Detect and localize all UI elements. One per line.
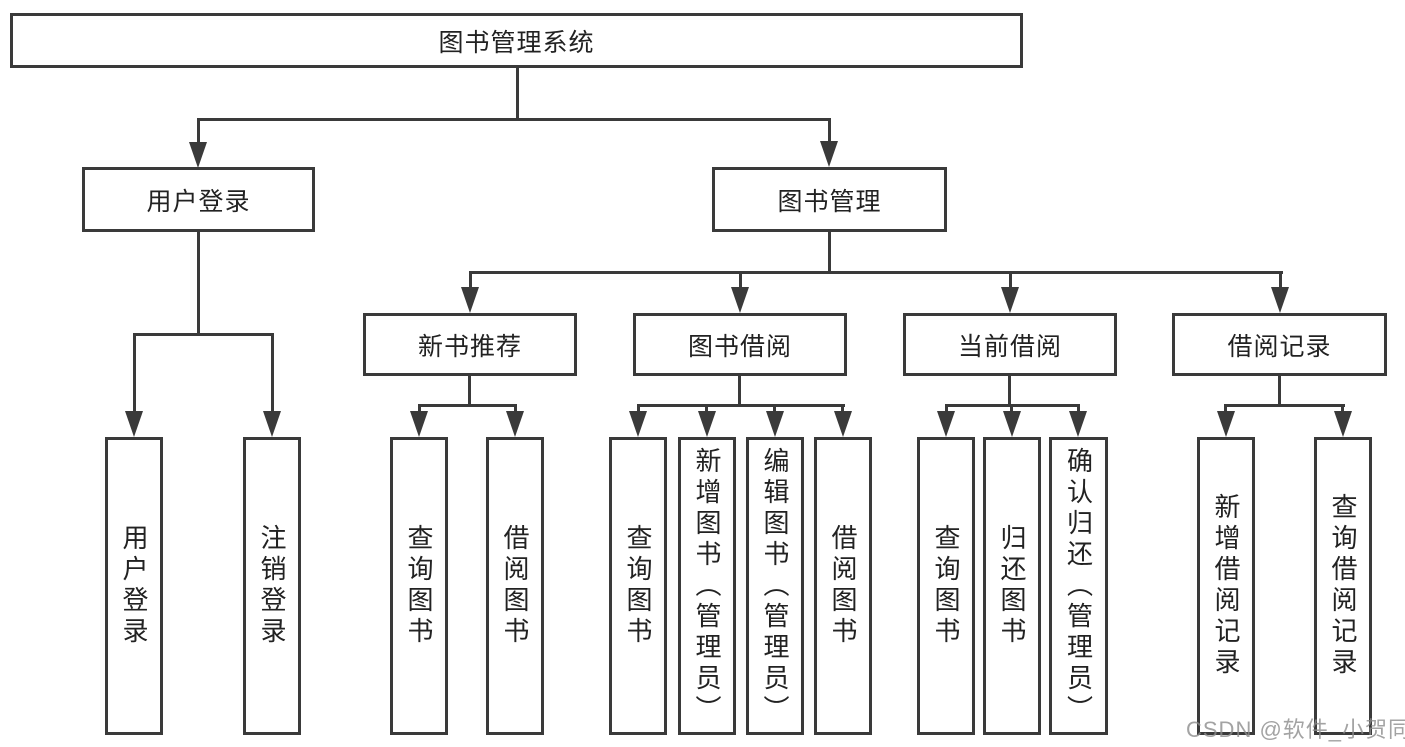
leaf-add-borrow-record: 新增借阅记录 (1197, 437, 1255, 735)
leaf-edit-books-admin: 编辑图书（管理员） (746, 437, 804, 735)
connector-stub (514, 404, 517, 413)
leaf-query-books-recommend: 查询图书 (390, 437, 448, 735)
node-new-book-recommendation: 新书推荐 (363, 313, 577, 376)
node-current-borrowing: 当前借阅 (903, 313, 1117, 376)
connector-login-rail (133, 333, 274, 336)
node-user-login-group: 用户登录 (82, 167, 315, 232)
leaf-logout: 注销登录 (243, 437, 301, 735)
connector-root-rail (197, 118, 831, 121)
arrow-down-icon (629, 411, 647, 437)
leaf-confirm-return-admin: 确认归还（管理员） (1049, 437, 1108, 735)
arrow-down-icon (834, 411, 852, 437)
connector-stub-logout-leaf (271, 333, 274, 413)
connector-stub (418, 404, 421, 413)
leaf-borrow-books: 借阅图书 (814, 437, 872, 735)
arrow-down-icon (263, 411, 281, 437)
arrow-down-icon (937, 411, 955, 437)
connector-stub-current-borrow (1009, 271, 1012, 289)
connector-stub-book-borrow (739, 271, 742, 289)
connector-drop (1278, 374, 1281, 407)
connector-stub-user-login (197, 118, 200, 144)
arrow-down-icon (1001, 287, 1019, 313)
arrow-down-icon (1334, 411, 1352, 437)
arrow-down-icon (1003, 411, 1021, 437)
leaf-return-books: 归还图书 (983, 437, 1041, 735)
arrow-down-icon (125, 411, 143, 437)
connector-stub (841, 404, 844, 413)
connector-stub (773, 404, 776, 413)
connector-stub (705, 404, 708, 413)
node-book-management: 图书管理 (712, 167, 947, 232)
leaf-query-borrow-record: 查询借阅记录 (1314, 437, 1372, 735)
connector-drop (468, 374, 471, 407)
connector-rail (637, 404, 845, 407)
connector-rail (418, 404, 517, 407)
leaf-query-books-current: 查询图书 (917, 437, 975, 735)
connector-stub-borrow-records (1279, 271, 1282, 289)
connector-stub (1341, 404, 1344, 413)
connector-drop (1008, 374, 1011, 407)
connector-root-drop (516, 68, 519, 118)
leaf-borrow-books-recommend: 借阅图书 (486, 437, 544, 735)
connector-login-drop (197, 230, 200, 335)
csdn-watermark: CSDN @软件_小贺同学 (1186, 717, 1405, 742)
connector-stub (1077, 404, 1080, 413)
arrow-down-icon (1217, 411, 1235, 437)
connector-bookmgmt-drop (828, 230, 831, 274)
connector-rail (1224, 404, 1345, 407)
arrow-down-icon (766, 411, 784, 437)
connector-drop (738, 374, 741, 407)
arrow-down-icon (1271, 287, 1289, 313)
connector-stub-login-leaf (133, 333, 136, 413)
leaf-query-books-borrowing: 查询图书 (609, 437, 667, 735)
connector-stub (637, 404, 640, 413)
arrow-down-icon (189, 142, 207, 168)
arrow-down-icon (1069, 411, 1087, 437)
node-library-management-system: 图书管理系统 (10, 13, 1023, 68)
arrow-down-icon (410, 411, 428, 437)
node-borrowing-records: 借阅记录 (1172, 313, 1387, 376)
connector-stub (1010, 404, 1013, 413)
connector-stub-book-mgmt (828, 118, 831, 144)
arrow-down-icon (698, 411, 716, 437)
connector-stub (1224, 404, 1227, 413)
arrow-down-icon (731, 287, 749, 313)
arrow-down-icon (461, 287, 479, 313)
leaf-add-books-admin: 新增图书（管理员） (678, 437, 736, 735)
arrow-down-icon (506, 411, 524, 437)
leaf-user-login: 用户登录 (105, 437, 163, 735)
node-book-borrowing: 图书借阅 (633, 313, 847, 376)
arrow-down-icon (820, 141, 838, 167)
connector-stub (945, 404, 948, 413)
connector-bookmgmt-rail (469, 271, 1283, 274)
connector-stub-new-books (469, 271, 472, 289)
